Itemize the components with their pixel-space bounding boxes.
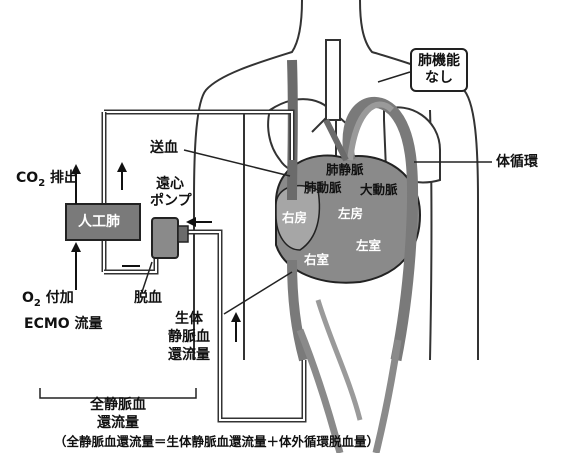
total-venous-line2: 還流量 xyxy=(90,414,146,432)
ecmo-flow-up-arrowhead xyxy=(117,162,127,172)
right-ventricle-label: 右室 xyxy=(304,252,329,268)
venous-return-arrowhead xyxy=(231,312,241,322)
body-venous-line1: 生体 xyxy=(168,310,210,328)
right-atrium-label: 右房 xyxy=(282,210,307,226)
pulmonary-vein-label: 肺静脈 xyxy=(326,162,364,178)
leader-drain xyxy=(142,262,152,292)
pulmonary-artery-label: 肺動脈 xyxy=(304,180,342,196)
left-atrium-label: 左房 xyxy=(338,206,363,222)
co2-suffix: 排出 xyxy=(45,170,78,186)
drain-blood-label: 脱血 xyxy=(134,290,162,306)
body-venous-line3: 還流量 xyxy=(168,346,210,364)
co2-label: CO2 排出 xyxy=(16,170,78,192)
body-venous-line2: 静脈血 xyxy=(168,328,210,346)
centrifugal-pump-label: 遠心 ポンプ xyxy=(150,176,192,210)
body-venous-return-label: 生体 静脈血 還流量 xyxy=(168,310,210,364)
aorta-label: 大動脈 xyxy=(360,182,398,198)
no-lung-function-line1: 肺機能 xyxy=(418,53,460,70)
leader-send-blood xyxy=(184,150,290,176)
trachea xyxy=(326,40,340,120)
total-venous-line1: 全静脈血 xyxy=(90,396,146,414)
systemic-circulation-label: 体循環 xyxy=(496,154,538,170)
o2-label: O2 付加 xyxy=(22,290,74,312)
formula-text: （全静脈血還流量＝生体静脈血還流量＋体外循環脱血量） xyxy=(54,434,379,450)
total-venous-return-label: 全静脈血 還流量 xyxy=(90,396,146,432)
centrifugal-pump-line2: ポンプ xyxy=(150,193,192,210)
centrifugal-pump-outlet xyxy=(178,226,188,242)
descending-vessel-right xyxy=(376,340,398,453)
artificial-lung-label: 人工肺 xyxy=(78,214,120,230)
o2-arrowhead xyxy=(71,242,81,252)
send-blood-label: 送血 xyxy=(150,140,178,156)
leader-lung-callout xyxy=(378,72,410,82)
centrifugal-pump-line1: 遠心 xyxy=(150,176,192,193)
left-ventricle-label: 左室 xyxy=(356,238,381,254)
centrifugal-pump-body xyxy=(152,218,178,258)
ecmo-bottom-tube xyxy=(104,248,156,272)
o2-subscript: 2 xyxy=(34,298,41,309)
o2-suffix: 付加 xyxy=(41,290,74,306)
ecmo-bottom-tube-inner xyxy=(104,248,156,272)
leader-body-venous xyxy=(224,272,292,314)
no-lung-function-line2: なし xyxy=(418,70,460,87)
o2-prefix: O xyxy=(22,290,34,306)
no-lung-function-callout: 肺機能 なし xyxy=(410,48,468,92)
ecmo-flow-label: ECMO 流量 xyxy=(24,316,103,332)
co2-prefix: CO xyxy=(16,170,38,186)
